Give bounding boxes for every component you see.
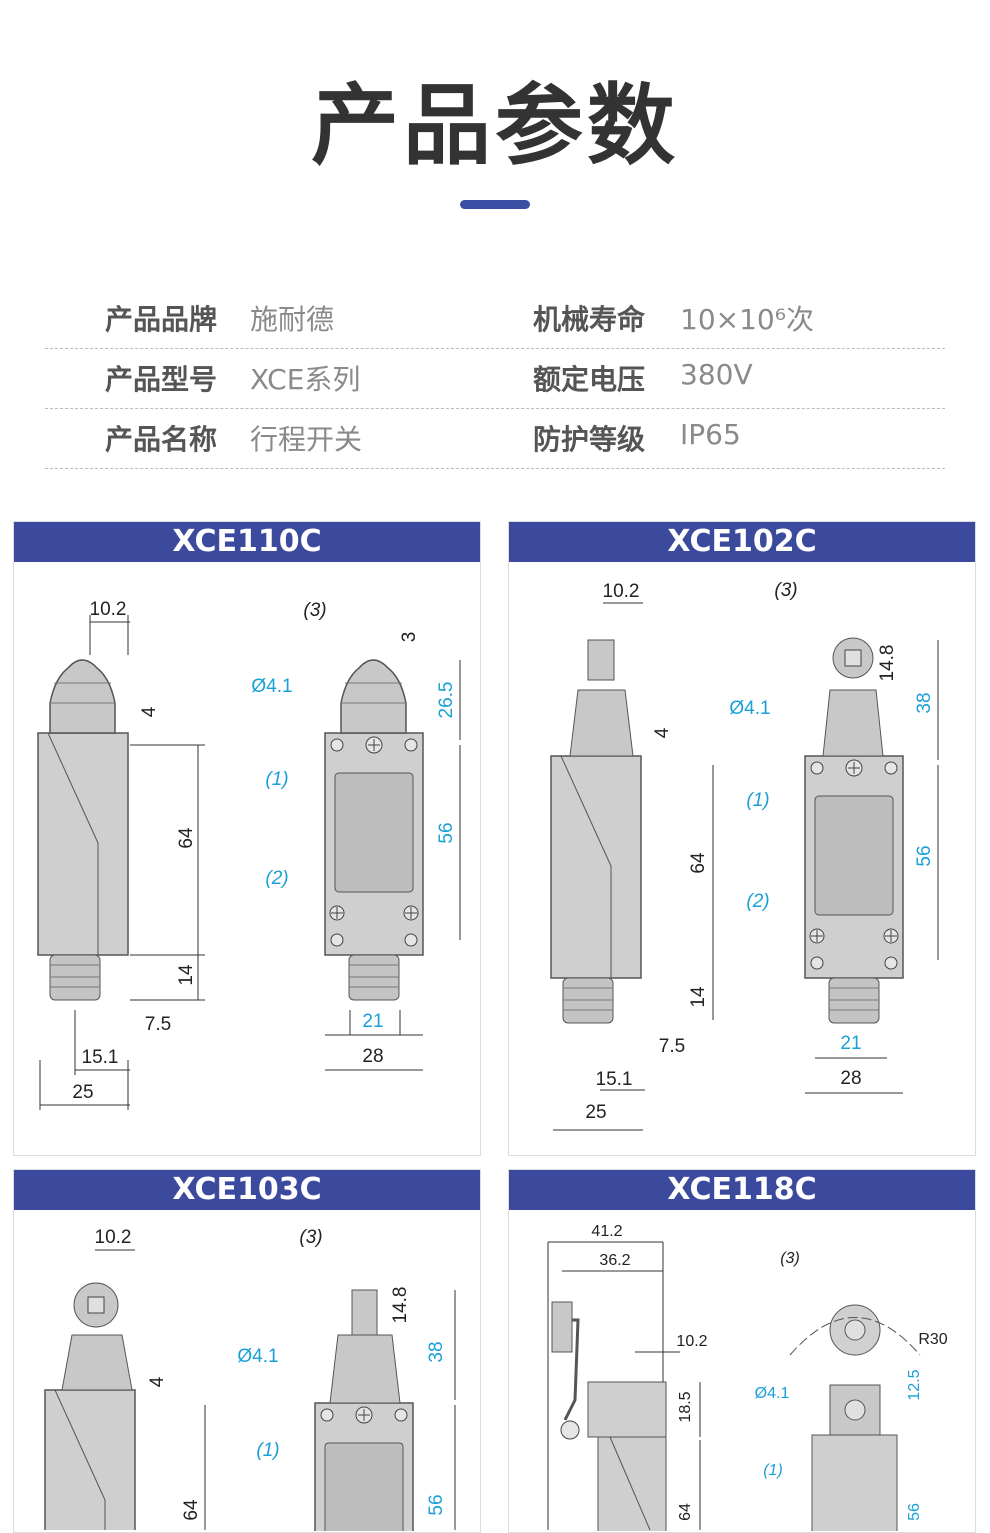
dim-label: Ø4.1 — [237, 1346, 279, 1367]
dim-label: 4 — [139, 706, 160, 718]
spec-value: XCE系列 — [250, 363, 361, 396]
spec-label: 产品名称 — [105, 423, 218, 456]
divider — [45, 468, 945, 469]
dim-label: 56 — [426, 1494, 447, 1516]
ref-label: (1) — [763, 1462, 783, 1479]
spec-label: 防护等级 — [533, 423, 646, 456]
ref-label: (1) — [256, 1440, 280, 1461]
dim-label: 10.2 — [89, 599, 127, 620]
dim-label: Ø4.1 — [754, 1385, 790, 1402]
dim-label: 15.1 — [595, 1069, 633, 1090]
dim-label: 36.2 — [599, 1252, 631, 1269]
spec-label: 机械寿命 — [533, 303, 646, 336]
spec-value: 380V — [680, 358, 753, 391]
ref-label: (1) — [746, 790, 770, 811]
side-view-body — [37, 732, 129, 1001]
dim-label: 15.1 — [81, 1047, 119, 1068]
ref-label: (2) — [265, 868, 289, 889]
dim-label: Ø4.1 — [729, 698, 771, 719]
spec-label: 额定电压 — [533, 363, 646, 396]
dim-label: 64 — [677, 1503, 694, 1521]
title-underline — [460, 200, 530, 209]
dim-label: 3 — [399, 631, 420, 643]
ref-label: (3) — [780, 1250, 800, 1267]
dim-label: 64 — [176, 827, 197, 849]
panel-title: XCE110C — [14, 522, 480, 562]
dim-label: 12.5 — [906, 1369, 923, 1401]
dim-label: 25 — [72, 1082, 94, 1103]
spec-value: IP65 — [680, 418, 741, 451]
dim-label: 10.2 — [676, 1333, 708, 1350]
panel-title: XCE118C — [509, 1170, 975, 1210]
dim-label: 21 — [840, 1033, 862, 1054]
dim-label: 56 — [906, 1503, 923, 1521]
side-view-body — [44, 1389, 136, 1531]
dim-label: 64 — [688, 852, 709, 874]
dim-label: 7.5 — [658, 1036, 686, 1057]
ref-label: (3) — [774, 580, 798, 601]
panel-title: XCE102C — [509, 522, 975, 562]
drawing-panel-xce118c: XCE118C — [508, 1169, 976, 1533]
dim-label: 4 — [652, 727, 673, 739]
front-view-body — [314, 1402, 414, 1532]
divider — [45, 348, 945, 349]
dim-label: 28 — [362, 1046, 384, 1067]
dim-label: 38 — [426, 1341, 447, 1363]
ref-label: (1) — [265, 769, 289, 790]
dim-label: 38 — [914, 692, 935, 714]
dim-label: 64 — [181, 1499, 202, 1521]
dim-label: 21 — [362, 1011, 384, 1032]
dim-label: 4 — [147, 1376, 168, 1388]
dim-label: 14 — [688, 986, 709, 1008]
panel-title: XCE103C — [14, 1170, 480, 1210]
front-view-body — [804, 755, 904, 1024]
ref-label: (3) — [299, 1227, 323, 1248]
spec-label: 产品品牌 — [105, 303, 218, 336]
page-title: 产品参数 — [310, 74, 679, 177]
divider — [45, 408, 945, 409]
spec-value: 10×10⁶次 — [680, 303, 814, 336]
dim-label: 28 — [840, 1068, 862, 1089]
dim-label: R30 — [918, 1331, 948, 1348]
spec-value: 施耐德 — [250, 303, 335, 336]
dim-label: 18.5 — [677, 1391, 694, 1423]
ref-label: (2) — [746, 891, 770, 912]
front-view-body — [324, 732, 424, 1001]
ref-label: (3) — [303, 600, 327, 621]
side-view-body — [550, 755, 642, 1024]
dim-label: 14.8 — [390, 1286, 411, 1324]
dim-label: 10.2 — [602, 581, 640, 602]
spec-label: 产品型号 — [105, 363, 218, 396]
dim-label: 56 — [436, 822, 457, 844]
dim-label: 56 — [914, 845, 935, 867]
spec-value: 行程开关 — [250, 423, 363, 456]
dim-label: 10.2 — [94, 1227, 132, 1248]
dim-label: 41.2 — [591, 1223, 623, 1240]
dim-label: 7.5 — [144, 1014, 172, 1035]
dim-label: 26.5 — [436, 681, 457, 719]
dim-label: 14 — [176, 964, 197, 986]
dim-label: 25 — [585, 1102, 607, 1123]
dim-label: Ø4.1 — [251, 676, 293, 697]
dim-label: 14.8 — [877, 644, 898, 682]
